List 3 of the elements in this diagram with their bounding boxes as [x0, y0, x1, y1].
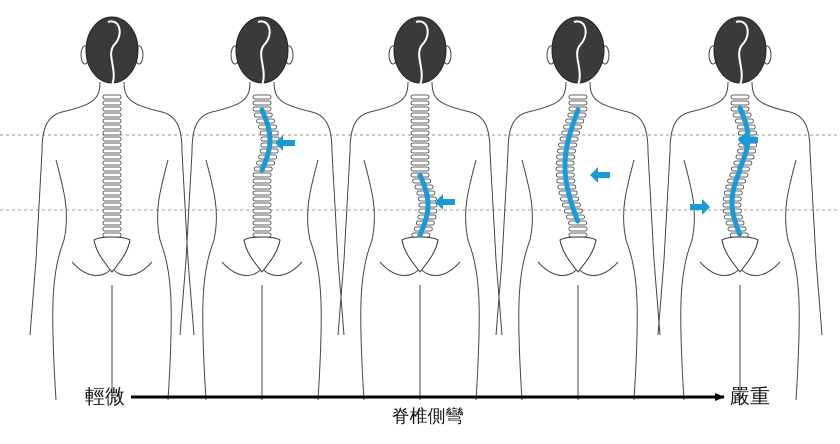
- severity-label: 輕微: [85, 384, 125, 408]
- arrow: [131, 393, 725, 401]
- severity-label: 嚴重: [730, 384, 770, 408]
